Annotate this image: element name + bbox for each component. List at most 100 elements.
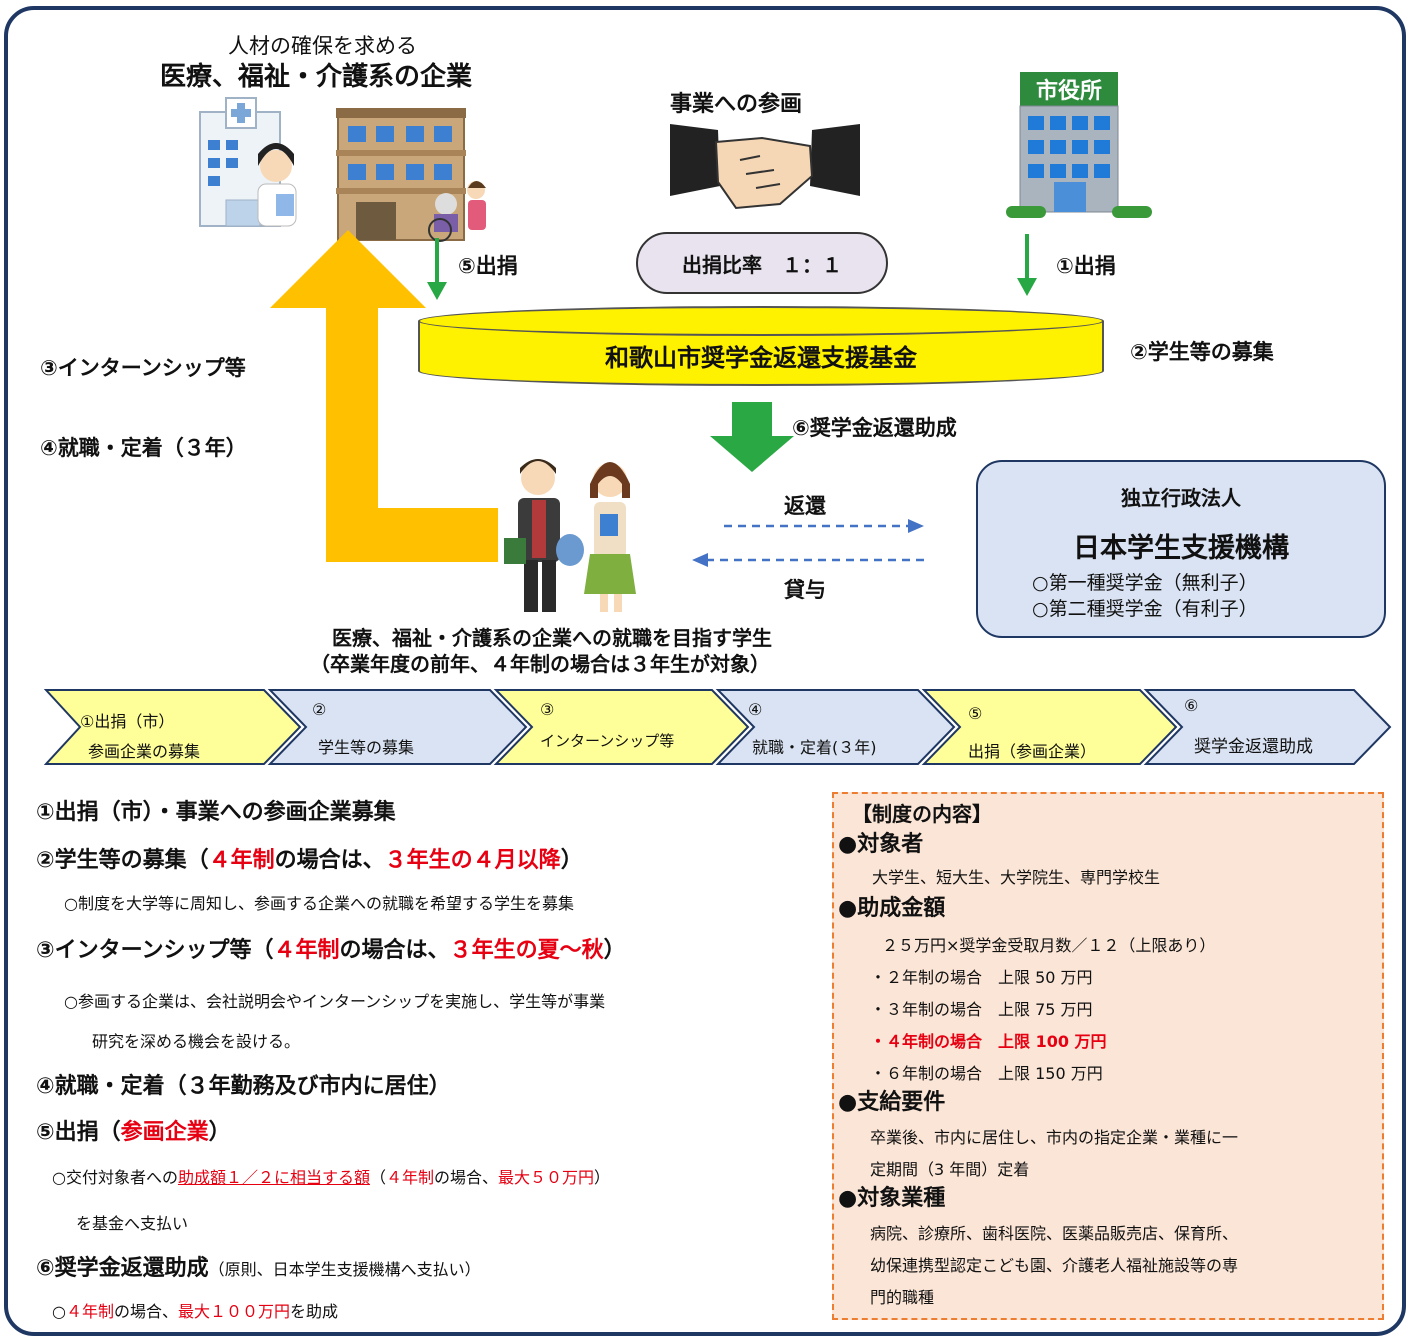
detail-s1-text: 大学生、短大生、大学院生、専門学校生 — [872, 868, 1161, 887]
heading-2-e: ） — [560, 848, 583, 873]
jasso-box: 独立行政法人 日本学生支援機構 ○第一種奨学金（無利子） ○第二種奨学金（有利子… — [976, 460, 1386, 638]
para-5-c: （ — [369, 1168, 386, 1187]
para-6-e: を助成 — [290, 1302, 339, 1321]
heading-6-b: （原則、日本学生支援機構へ支払い） — [208, 1260, 481, 1279]
internship-employment-arrow — [270, 230, 498, 562]
internship-label: ③インターンシップ等 — [40, 356, 246, 380]
para-3b: 研究を深める機会を設ける。 — [92, 1032, 301, 1051]
heading-5-a: ⑤出捐（ — [36, 1120, 121, 1145]
detail-s3: ●支給要件 — [838, 1090, 946, 1115]
detail-s4-text2: 幼保連携型認定こども園、介護老人福祉施設等の専 — [870, 1256, 1239, 1275]
heading-1: ①出捐（市）・事業への参画企業募集 — [36, 800, 396, 825]
detail-s4-text1: 病院、診療所、歯科医院、医薬品販売店、保育所、 — [870, 1224, 1239, 1243]
para-6-d: 最大１００万円 — [178, 1302, 291, 1321]
donate5-label: ⑤出捐 — [458, 254, 518, 278]
para-5-f: 最大５０万円 — [498, 1168, 595, 1187]
detail-s2-c: ・４年制の場合 上限 100 万円 — [870, 1032, 1107, 1051]
para-5a: ○交付対象者への助成額１／２に相当する額（４年制の場合、最大５０万円） — [52, 1164, 610, 1188]
jasso-line2: 日本学生支援機構 — [1073, 533, 1289, 564]
heading-3-e: ） — [603, 938, 626, 963]
step1-num: ①出捐（市） — [80, 712, 175, 731]
heading-2-b: ４年制 — [208, 848, 275, 873]
detail-title: 【制度の内容】 — [852, 802, 992, 826]
para-5-a: ○交付対象者への — [52, 1168, 178, 1187]
heading-3: ③インターンシップ等（４年制の場合は、３年生の夏～秋） — [36, 932, 626, 964]
grant-arrow — [710, 402, 794, 472]
student-caption-1: 医療、福祉・介護系の企業への就職を目指す学生 — [332, 626, 772, 650]
heading-5-c: ） — [208, 1120, 231, 1145]
heading-3-c: の場合は、 — [339, 938, 450, 963]
para-5-g: ） — [594, 1168, 611, 1187]
heading-3-b: ４年制 — [273, 938, 340, 963]
city-hall-sign: 市役所 — [1036, 78, 1102, 104]
employment-label: ④就職・定着（３年） — [40, 436, 247, 460]
step4-label: 就職・定着(３年) — [752, 738, 877, 757]
para-6-b: ４年制 — [65, 1302, 114, 1321]
corp-title: 医療、福祉・介護系の企業 — [160, 62, 473, 92]
heading-6-a: ⑥奨学金返還助成 — [36, 1256, 209, 1281]
donate5-arrow — [427, 238, 447, 300]
detail-s2-b: ・３年制の場合 上限 75 万円 — [870, 1000, 1093, 1019]
city-hall-illustration: 市役所 — [1006, 72, 1152, 218]
detail-s4: ●対象業種 — [838, 1186, 946, 1211]
step6-num: ⑥ — [1184, 696, 1199, 715]
detail-s2-a: ・２年制の場合 上限 50 万円 — [870, 968, 1093, 987]
step4-num: ④ — [748, 700, 763, 719]
heading-2-c: の場合は、 — [274, 848, 385, 873]
step3-num: ③ — [540, 700, 555, 719]
jasso-line3: ○第一種奨学金（無利子） — [1032, 572, 1258, 594]
jasso-line1: 独立行政法人 — [1121, 486, 1241, 510]
donate1-arrow — [1017, 234, 1037, 296]
outer-frame — [4, 6, 1406, 1336]
heading-5-b: 参画企業 — [120, 1120, 209, 1145]
detail-s3-text2: 定期間（3 年間）定着 — [870, 1160, 1030, 1179]
para-5-b: 助成額１／２に相当する額 — [177, 1168, 370, 1187]
heading-2-a: ②学生等の募集（ — [36, 848, 209, 873]
repay-arrow — [724, 519, 924, 533]
detail-s3-text1: 卒業後、市内に居住し、市内の指定企業・業種に一 — [870, 1128, 1239, 1147]
jasso-line4: ○第二種奨学金（有利子） — [1032, 598, 1258, 620]
heading-6: ⑥奨学金返還助成（原則、日本学生支援機構へ支払い） — [36, 1250, 481, 1282]
donate1-label: ①出捐 — [1056, 254, 1116, 278]
fund-label: 和歌山市奨学金返還支援基金 — [605, 344, 917, 372]
heading-2: ②学生等の募集（４年制の場合は、３年生の４月以降） — [36, 842, 583, 874]
ratio-badge: 出捐比率 １：１ — [636, 232, 888, 294]
heading-2-d: ３年生の４月以降 — [384, 848, 561, 873]
grant-label: ⑥奨学金返還助成 — [792, 416, 957, 440]
step3-label: インターンシップ等 — [540, 732, 675, 750]
hospital-illustration — [199, 97, 297, 227]
para-3a: ○参画する企業は、会社説明会やインターンシップを実施し、学生等が事業 — [64, 992, 606, 1011]
para-6-c: の場合、 — [113, 1302, 178, 1321]
step5-label: 出捐（参画企業） — [968, 742, 1097, 761]
para-2: ○制度を大学等に周知し、参画する企業への就職を希望する学生を募集 — [64, 894, 574, 913]
handshake-illustration — [670, 124, 860, 210]
corp-subtitle: 人材の確保を求める — [228, 34, 417, 58]
detail-box: 【制度の内容】 ●対象者 大学生、短大生、大学院生、専門学校生 ●助成金額 ２５… — [832, 792, 1384, 1320]
participation-label: 事業への参画 — [670, 92, 803, 117]
recruit-label: ②学生等の募集 — [1130, 340, 1274, 364]
loan-label: 貸与 — [784, 578, 826, 602]
step2-num: ② — [312, 700, 327, 719]
heading-4: ④就職・定着（３年勤務及び市内に居住） — [36, 1074, 451, 1099]
repay-label: 返還 — [784, 494, 826, 518]
para-6-a: ○ — [52, 1302, 66, 1321]
care-facility-illustration — [336, 108, 486, 242]
detail-s1: ●対象者 — [838, 832, 924, 857]
detail-s2-text: ２５万円×奨学金受取月数／１２（上限あり） — [882, 936, 1216, 955]
para-5b: を基金へ支払い — [76, 1214, 189, 1233]
detail-s2: ●助成金額 — [838, 896, 946, 921]
step1-label: 参画企業の募集 — [88, 742, 201, 761]
step2-label: 学生等の募集 — [318, 738, 415, 757]
para-5-d: ４年制 — [386, 1168, 435, 1187]
para-6: ○４年制の場合、最大１００万円を助成 — [52, 1298, 338, 1322]
heading-5: ⑤出捐（参画企業） — [36, 1114, 231, 1146]
step-chevrons — [44, 689, 1392, 765]
fund-cylinder-top — [418, 306, 1104, 336]
para-5-e: の場合、 — [434, 1168, 499, 1187]
heading-3-d: ３年生の夏～秋 — [449, 938, 604, 963]
step5-num: ⑤ — [968, 704, 983, 723]
loan-arrow — [692, 553, 924, 567]
detail-s4-text3: 門的職種 — [870, 1288, 935, 1307]
students-illustration — [504, 459, 636, 612]
step6-label: 奨学金返還助成 — [1194, 737, 1313, 757]
